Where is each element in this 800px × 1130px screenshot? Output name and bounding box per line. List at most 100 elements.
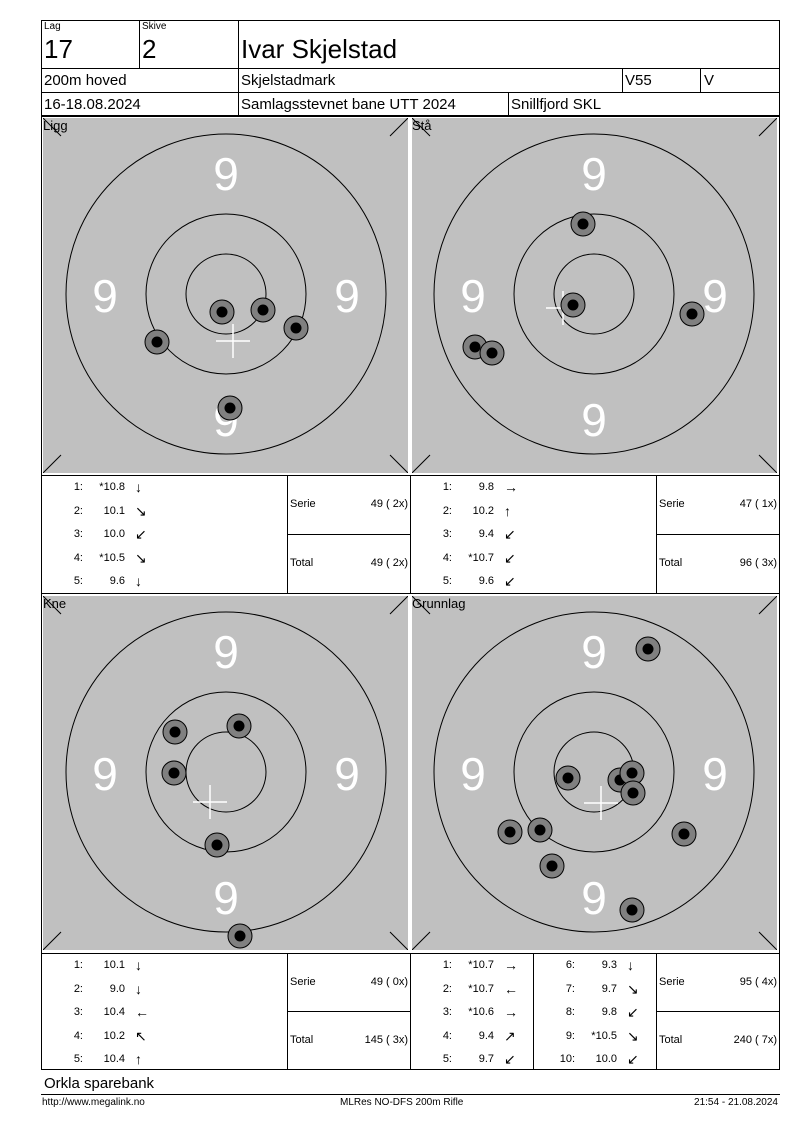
ring-number: 9 bbox=[460, 748, 486, 800]
class: V55 bbox=[625, 72, 652, 89]
lag-label: Lag bbox=[44, 21, 61, 32]
divider bbox=[287, 1011, 410, 1012]
shot-row: 3:*10.6→ bbox=[410, 1004, 530, 1024]
phase-name: Grunnlag bbox=[412, 596, 466, 611]
shot-value: *10.6 bbox=[468, 1006, 494, 1018]
serie-label: Serie bbox=[290, 498, 316, 510]
shot-direction-arrow-icon: ↘ bbox=[135, 502, 147, 519]
ring-number: 9 bbox=[334, 270, 360, 322]
shot-number: 5: bbox=[73, 575, 83, 587]
shot-number: 3: bbox=[73, 528, 83, 540]
shot-value: 10.4 bbox=[103, 1006, 125, 1018]
shot-row: 2:*10.7← bbox=[410, 981, 530, 1001]
shot-hole bbox=[555, 765, 581, 791]
shot-value: 10.1 bbox=[103, 959, 125, 971]
shot-value: *10.8 bbox=[99, 481, 125, 493]
shot-hole bbox=[619, 897, 645, 923]
shot-number: 3: bbox=[73, 1006, 83, 1018]
shot-hole bbox=[570, 211, 596, 237]
shot-row: 4:9.4↗ bbox=[410, 1028, 530, 1048]
shot-hole bbox=[527, 817, 553, 843]
shot-number: 5: bbox=[442, 1053, 452, 1065]
shot-value: 9.4 bbox=[478, 528, 494, 540]
divider bbox=[410, 475, 411, 593]
divider bbox=[287, 534, 410, 535]
shot-row: 8: 9.8 ↙ bbox=[533, 1004, 653, 1024]
shot-direction-arrow-icon: → bbox=[504, 957, 518, 973]
ring-number: 9 bbox=[702, 270, 728, 322]
ring-number: 9 bbox=[581, 148, 607, 200]
divider bbox=[41, 1094, 780, 1095]
shot-hole bbox=[204, 832, 230, 858]
shot-row: 9:*10.5↘ bbox=[533, 1028, 653, 1048]
shot-number: 3: bbox=[442, 1006, 452, 1018]
total-value: 96 ( 3x) bbox=[739, 557, 777, 569]
shot-hole bbox=[162, 719, 188, 745]
lag-value: 17 bbox=[44, 34, 73, 64]
shot-number: 1: bbox=[73, 481, 83, 493]
serie-label: Serie bbox=[659, 498, 685, 510]
shot-hole bbox=[619, 760, 645, 786]
target-sta: 9 9 9 9 Stå bbox=[412, 118, 777, 473]
shot-hole bbox=[620, 780, 646, 806]
shot-value: 10.0 bbox=[595, 1053, 617, 1065]
location: Skjelstadmark bbox=[241, 72, 336, 89]
shot-row: 6:9.3↓ bbox=[533, 957, 653, 977]
shot-row: 5:10.4↑ bbox=[41, 1051, 161, 1071]
shot-number: 2: bbox=[442, 982, 452, 995]
shot-hole bbox=[161, 760, 187, 786]
ring-number: 9 bbox=[213, 872, 239, 924]
shot-row: 5:9.7↙ bbox=[410, 1051, 530, 1071]
shot-number: 4: bbox=[442, 551, 452, 564]
shot-number: 5: bbox=[442, 575, 452, 587]
shot-value: 9.8 bbox=[478, 481, 494, 493]
shot-direction-arrow-icon: ↖ bbox=[135, 1027, 147, 1044]
shot-hole bbox=[497, 819, 523, 845]
shot-hole bbox=[479, 340, 505, 366]
shot-row: 4:*10.7↙ bbox=[410, 549, 530, 570]
total-label: Total bbox=[659, 557, 683, 569]
serie-value: 95 ( 4x) bbox=[739, 976, 777, 988]
shot-value: 9.6 bbox=[109, 575, 125, 587]
target-ligg: 9 9 9 9 Ligg bbox=[43, 118, 408, 473]
event: Samlagsstevnet bane UTT 2024 bbox=[241, 96, 456, 113]
shot-number: 6: bbox=[565, 959, 575, 971]
phase-name: Kne bbox=[43, 596, 67, 611]
shot-row: 4: 10.2 ↖ bbox=[41, 1027, 161, 1048]
shot-hole bbox=[671, 821, 697, 847]
shot-direction-arrow-icon: ↙ bbox=[504, 549, 516, 566]
shot-direction-arrow-icon: ↓ bbox=[627, 957, 634, 973]
ring-number: 9 bbox=[92, 748, 118, 800]
shot-number: 8: bbox=[565, 1006, 575, 1018]
divider bbox=[41, 68, 780, 69]
shot-direction-arrow-icon: ↙ bbox=[135, 526, 147, 542]
shot-row: 2:10.1↘ bbox=[41, 502, 161, 523]
shot-direction-arrow-icon: ↘ bbox=[627, 980, 639, 997]
shot-row: 2:9.0↓ bbox=[41, 981, 161, 1001]
ring-number: 9 bbox=[213, 626, 239, 678]
shot-direction-arrow-icon: ↙ bbox=[627, 1004, 639, 1020]
shot-hole bbox=[560, 292, 586, 318]
divider bbox=[508, 92, 509, 116]
shot-value: 10.2 bbox=[103, 1029, 125, 1042]
shot-value: 9.4 bbox=[478, 1029, 494, 1042]
shot-row: 3: 10.4 ← bbox=[41, 1004, 161, 1024]
shot-value: 10.4 bbox=[103, 1053, 125, 1065]
shot-number: 1: bbox=[442, 959, 452, 971]
total-value: 240 ( 7x) bbox=[733, 1034, 777, 1046]
shot-value: 9.8 bbox=[601, 1006, 617, 1018]
shot-value: 10.0 bbox=[103, 528, 125, 540]
shot-value: *10.7 bbox=[468, 982, 494, 995]
shot-value: *10.5 bbox=[591, 1029, 617, 1042]
shot-direction-arrow-icon: ↙ bbox=[627, 1051, 639, 1067]
total-label: Total bbox=[659, 1034, 683, 1046]
serie-label: Serie bbox=[290, 976, 316, 988]
shot-direction-arrow-icon: ← bbox=[135, 1004, 149, 1020]
footer-url[interactable]: http://www.megalink.no bbox=[42, 1097, 145, 1108]
shot-row: 5:9.6↓ bbox=[41, 573, 161, 593]
shot-direction-arrow-icon: ↑ bbox=[135, 1051, 142, 1067]
shot-number: 4: bbox=[73, 1029, 83, 1042]
divider bbox=[656, 534, 780, 535]
shot-hole bbox=[144, 329, 170, 355]
class2: V bbox=[704, 72, 715, 89]
